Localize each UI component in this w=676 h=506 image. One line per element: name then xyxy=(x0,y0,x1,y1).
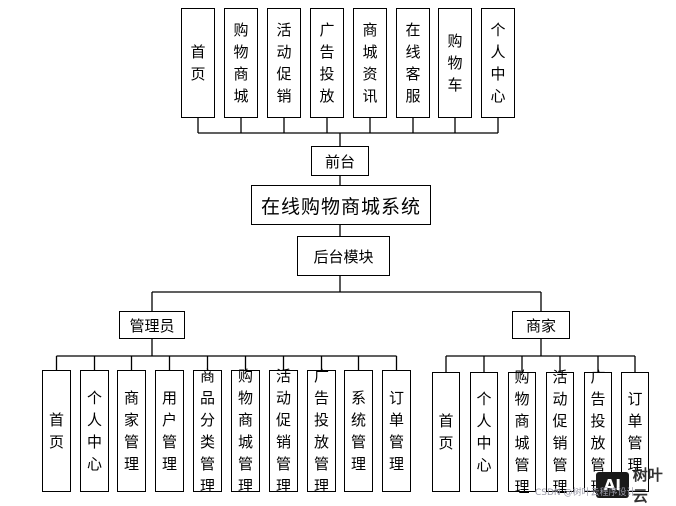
merchant-module-label: 个人中心 xyxy=(476,390,492,474)
frontend-module-label: 活动促销 xyxy=(276,21,292,105)
merchant-module-label: 订单管理 xyxy=(627,390,643,474)
admin-module-label: 购物商城管理 xyxy=(237,367,253,495)
admin-module-8: 广告投放管理 xyxy=(307,367,336,495)
admin-module-label: 商品分类管理 xyxy=(199,367,215,495)
admin-module-label: 订单管理 xyxy=(388,389,404,473)
frontend-module-label: 首页 xyxy=(190,43,206,83)
admin-module-label: 首页 xyxy=(48,411,64,451)
admin-module-4: 用户管理 xyxy=(155,370,184,492)
merchant-module-1: 首页 xyxy=(432,372,460,492)
frontend-module-label: 广告投放 xyxy=(319,21,335,105)
admin-module-2: 个人中心 xyxy=(80,370,109,492)
merchant-module-3: 购物商城管理 xyxy=(508,368,536,496)
frontend-module-label: 商城资讯 xyxy=(362,21,378,105)
admin-module-5: 商品分类管理 xyxy=(193,367,222,495)
frontend-module-6: 在线客服 xyxy=(396,8,430,118)
admin-module-label: 广告投放管理 xyxy=(313,367,329,495)
frontend-module-label: 购物商城 xyxy=(233,21,249,105)
admin-module-3: 商家管理 xyxy=(117,370,146,492)
frontend-module-8: 个人中心 xyxy=(481,8,515,118)
admin-node: 管理员 xyxy=(119,311,185,339)
merchant-node: 商家 xyxy=(512,311,570,339)
admin-module-label: 用户管理 xyxy=(161,389,177,473)
admin-module-10: 订单管理 xyxy=(382,370,411,492)
merchant-module-4: 活动促销管理 xyxy=(546,368,574,496)
frontend-module-7: 购物车 xyxy=(438,8,472,118)
frontend-module-2: 购物商城 xyxy=(224,8,258,118)
frontend-module-4: 广告投放 xyxy=(310,8,344,118)
frontend-module-5: 商城资讯 xyxy=(353,8,387,118)
frontend-module-label: 购物车 xyxy=(447,32,463,94)
admin-module-label: 活动促销管理 xyxy=(275,367,291,495)
admin-module-label: 商家管理 xyxy=(123,389,139,473)
system-root-node: 在线购物商城系统 xyxy=(251,185,431,225)
frontend-module-3: 活动促销 xyxy=(267,8,301,118)
merchant-module-label: 活动促销管理 xyxy=(552,368,568,496)
admin-module-label: 个人中心 xyxy=(86,389,102,473)
admin-module-9: 系统管理 xyxy=(344,370,373,492)
watermark-logo-icon: AI xyxy=(596,472,629,498)
admin-module-7: 活动促销管理 xyxy=(269,367,298,495)
admin-module-1: 首页 xyxy=(42,370,71,492)
backend-node: 后台模块 xyxy=(297,236,390,276)
admin-module-6: 购物商城管理 xyxy=(231,367,260,495)
admin-module-label: 系统管理 xyxy=(350,389,366,473)
merchant-module-label: 首页 xyxy=(438,412,454,452)
frontend-module-1: 首页 xyxy=(181,8,215,118)
frontend-module-label: 个人中心 xyxy=(490,21,506,105)
merchant-module-2: 个人中心 xyxy=(470,372,498,492)
watermark-caption: CSDN @树叶云程序设计 xyxy=(535,488,636,498)
frontend-module-label: 在线客服 xyxy=(405,21,421,105)
merchant-module-label: 购物商城管理 xyxy=(514,368,530,496)
frontend-node: 前台 xyxy=(311,146,369,176)
